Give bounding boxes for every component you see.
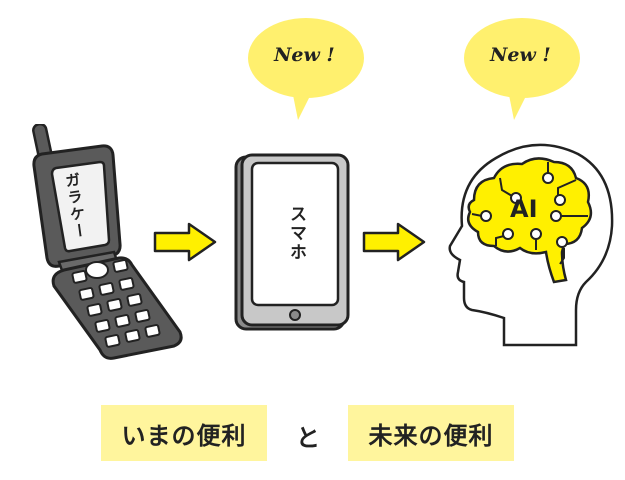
- flip-phone-icon: [32, 124, 183, 360]
- arrow-2: [362, 222, 426, 262]
- smartphone: スマホ: [234, 153, 350, 333]
- brain-text: AI: [510, 195, 538, 223]
- head-with-brain-icon: [448, 143, 614, 347]
- speech-bubble-smartphone: New !: [246, 10, 366, 122]
- future-convenience-label: 未来の便利: [348, 405, 514, 461]
- current-convenience-text: いまの便利: [121, 421, 247, 450]
- smartphone-screen-text: スマホ: [286, 205, 306, 262]
- bubble-text: New !: [490, 44, 551, 66]
- current-convenience-label: いまの便利: [101, 405, 267, 461]
- right-arrow-icon: [153, 222, 217, 262]
- ai-head: AI: [436, 140, 616, 350]
- speech-bubble-ai: New !: [462, 10, 582, 122]
- arrow-1: [153, 222, 217, 262]
- smartphone-icon: [234, 153, 350, 331]
- feature-phone: ガラケー: [14, 124, 194, 360]
- speech-bubble-icon: [464, 18, 580, 120]
- bubble-text: New !: [274, 44, 335, 66]
- future-convenience-text: 未来の便利: [368, 421, 494, 450]
- right-arrow-icon: [362, 222, 426, 262]
- connector-text: と: [296, 424, 320, 452]
- speech-bubble-icon: [248, 18, 364, 120]
